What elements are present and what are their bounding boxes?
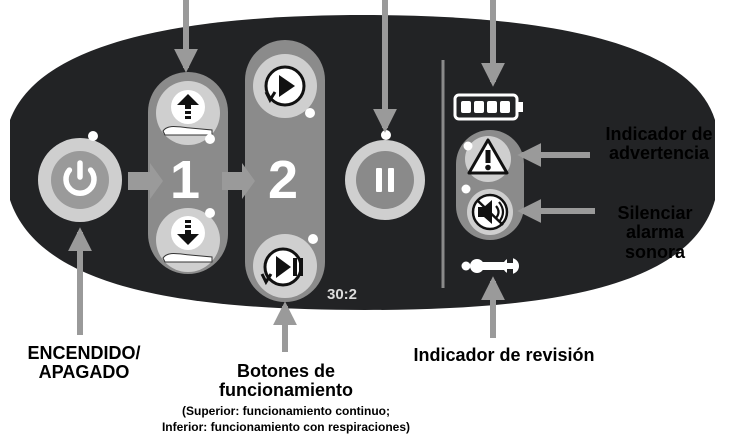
mute-button[interactable] xyxy=(467,189,513,235)
patient-figure-icon xyxy=(162,126,213,136)
patient-figure-icon xyxy=(162,253,213,263)
power-button[interactable] xyxy=(38,138,122,222)
mute-callout: Silenciar alarma sonora xyxy=(617,203,693,262)
warning-indicator xyxy=(465,136,511,182)
battery-icon xyxy=(453,93,523,121)
arrow-down-icon xyxy=(177,220,199,245)
service-callout: Indicador de revisión xyxy=(413,345,595,365)
operation-callout-title: Botones de funcionamiento xyxy=(219,361,353,401)
down-button[interactable] xyxy=(156,208,220,272)
flow-arrow-1 xyxy=(128,163,163,199)
breaths-led xyxy=(308,234,318,244)
warning-icon xyxy=(467,138,509,175)
breaths-mode-button[interactable] xyxy=(253,234,317,298)
arrow-up-icon xyxy=(177,94,199,119)
pause-led xyxy=(381,130,391,140)
wrench-icon xyxy=(470,254,519,278)
mute-led xyxy=(461,184,471,194)
play-pause-breaths-icon xyxy=(260,247,303,287)
service-led xyxy=(461,261,471,271)
pause-icon xyxy=(376,168,394,192)
compression-ratio: 30:2 xyxy=(327,286,357,303)
warning-callout: Indicador de advertencia xyxy=(605,124,713,164)
play-continuous-icon xyxy=(264,65,306,107)
power-led xyxy=(88,131,98,141)
flow-arrow-2 xyxy=(222,163,255,199)
continuous-mode-button[interactable] xyxy=(253,54,317,118)
warning-led xyxy=(463,141,473,151)
pause-button[interactable] xyxy=(345,140,425,220)
up-button[interactable] xyxy=(156,81,220,145)
operation-callout-detail: (Superior: funcionamiento continuo; Infe… xyxy=(161,404,411,435)
step-two-number: 2 xyxy=(268,150,298,210)
mute-icon xyxy=(471,193,509,231)
up-led xyxy=(205,134,215,144)
down-led xyxy=(205,208,215,218)
power-callout: ENCENDIDO/ APAGADO xyxy=(27,343,141,383)
continuous-led xyxy=(305,108,315,118)
callout-arrows xyxy=(68,0,595,352)
step-one-number: 1 xyxy=(170,150,200,210)
power-icon xyxy=(63,160,97,196)
